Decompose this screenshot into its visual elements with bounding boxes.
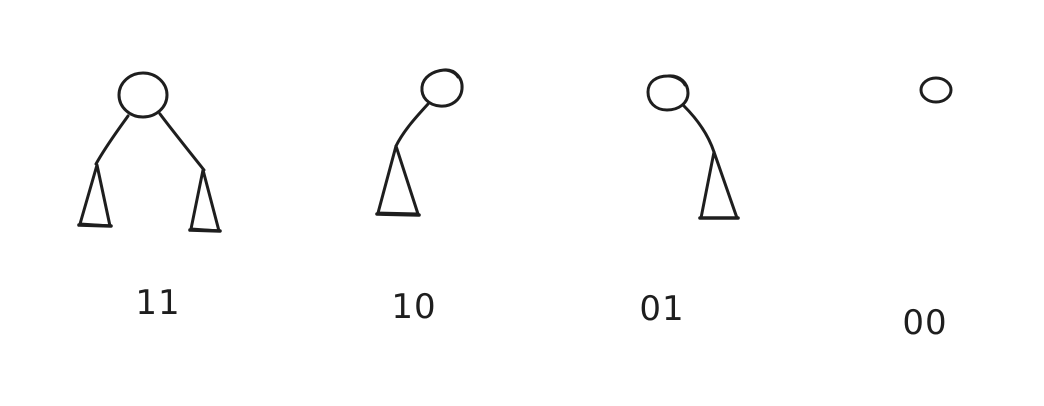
root-node <box>420 68 464 108</box>
root-node <box>646 74 690 112</box>
tree-both-children <box>77 71 222 233</box>
left-subtree-base <box>77 223 113 228</box>
right-subtree-base <box>188 228 222 233</box>
tree-leaf-only <box>919 76 953 104</box>
left-subtree-triangle <box>78 163 112 228</box>
label-leaf-only: 00 <box>902 303 948 343</box>
right-edge <box>158 112 206 172</box>
label-left-child: 10 <box>391 287 437 327</box>
left-edge <box>94 114 130 166</box>
root-node <box>117 71 169 119</box>
root-node <box>919 76 953 104</box>
right-subtree-triangle <box>189 168 221 233</box>
left-edge <box>394 102 430 148</box>
label-both-children: 11 <box>135 283 181 323</box>
right-edge <box>682 104 716 154</box>
left-subtree-base <box>375 212 421 217</box>
right-subtree-triangle <box>699 150 739 220</box>
label-right-child: 01 <box>639 289 685 329</box>
tree-left-child <box>375 68 464 217</box>
tree-right-child <box>646 74 740 220</box>
left-subtree-triangle <box>376 144 420 216</box>
